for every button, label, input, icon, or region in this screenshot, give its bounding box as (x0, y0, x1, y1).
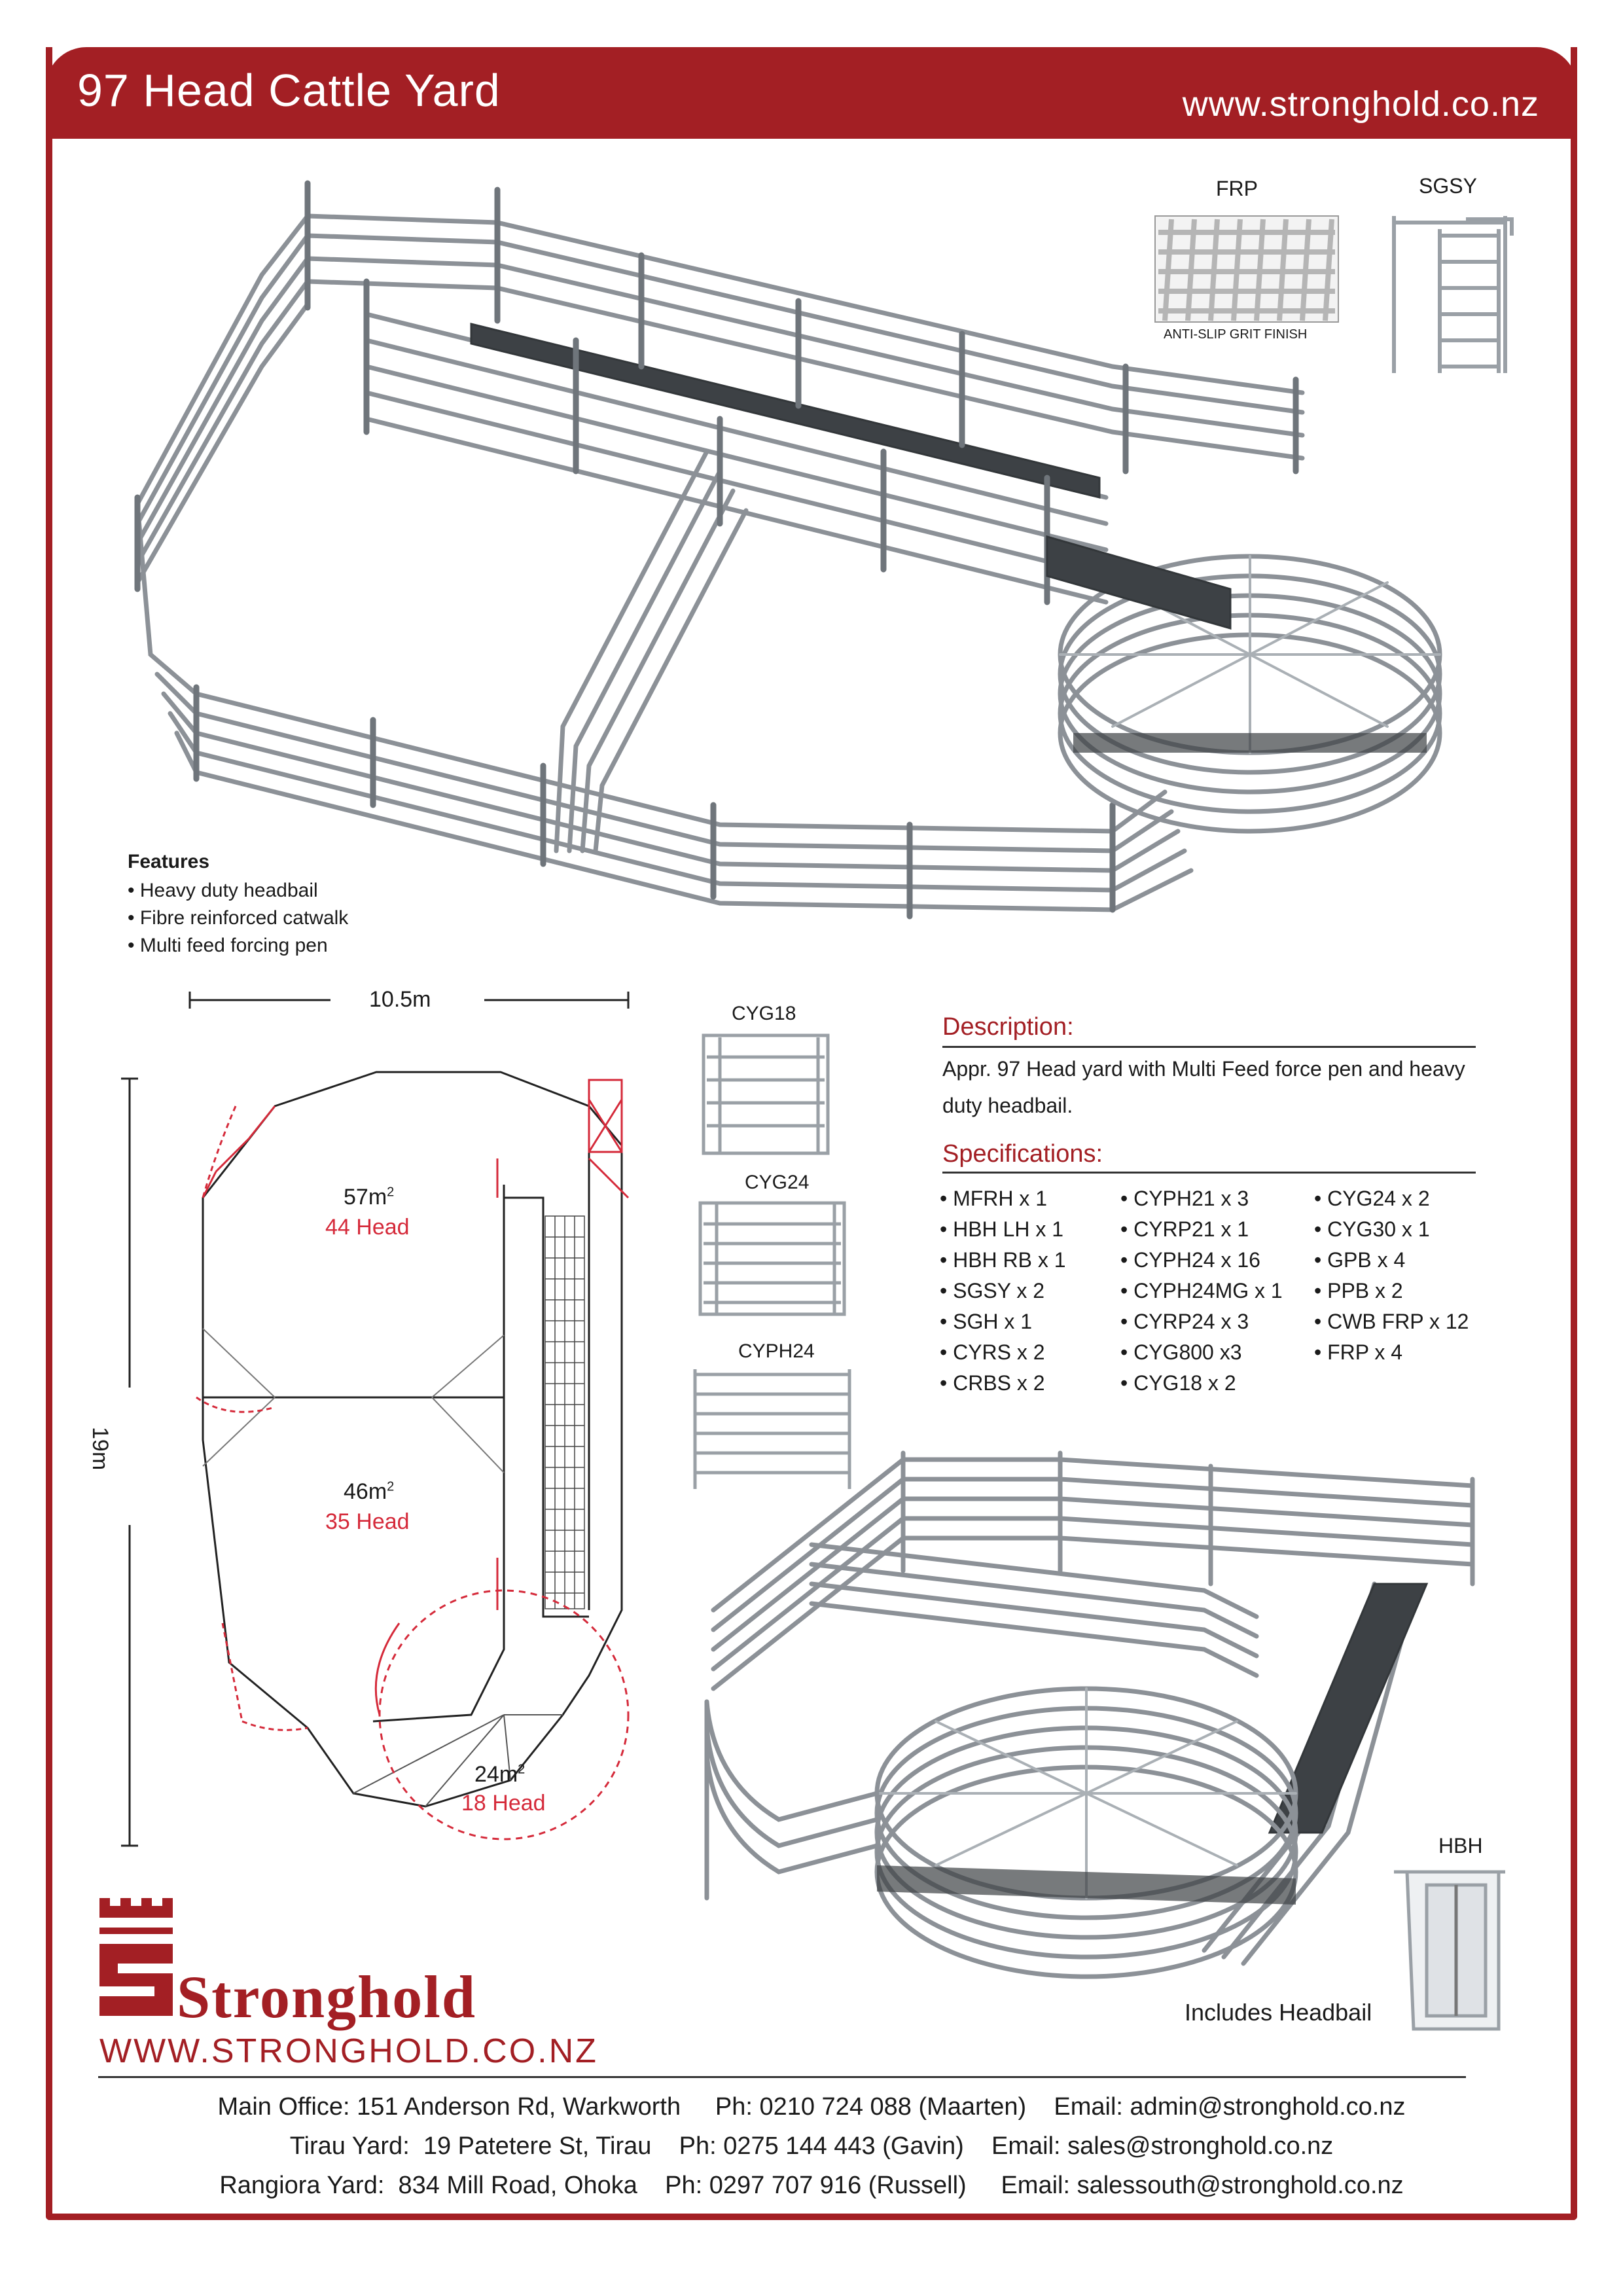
office-main: Main Office: 151 Anderson Rd, Warkworth … (217, 2093, 1406, 2121)
spec-item: CYPH24MG x 1 (1120, 1276, 1283, 1306)
spec-item: CYG24 x 2 (1314, 1183, 1469, 1214)
spec-item: GPB x 4 (1314, 1245, 1469, 1276)
frp-caption: ANTI-SLIP GRIT FINISH (1164, 327, 1308, 342)
pen1-head: 44 Head (325, 1215, 410, 1240)
specifications-divider (942, 1172, 1476, 1174)
cyg24-label: CYG24 (745, 1172, 810, 1193)
spec-list-col1: MFRH x 1 HBH LH x 1 HBH RB x 1 SGSY x 2 … (940, 1183, 1066, 1399)
cyph24-label: CYPH24 (738, 1340, 815, 1362)
spec-item: CYG18 x 2 (1120, 1368, 1283, 1399)
description-heading: Description: (942, 1013, 1074, 1041)
features-list: Heavy duty headbail Fibre reinforced cat… (128, 877, 348, 960)
cyg18-label: CYG18 (732, 1003, 796, 1024)
pen2-head: 35 Head (325, 1509, 410, 1534)
brand-url[interactable]: WWW.STRONGHOLD.CO.NZ (99, 2032, 598, 2070)
spec-list-col3: CYG24 x 2 CYG30 x 1 GPB x 4 PPB x 2 CWB … (1314, 1183, 1469, 1368)
spec-item: CYG800 x3 (1120, 1337, 1283, 1368)
feature-item: Fibre reinforced catwalk (128, 905, 348, 932)
header-url[interactable]: www.stronghold.co.nz (1182, 84, 1539, 124)
spec-item: CRBS x 2 (940, 1368, 1066, 1399)
feature-item: Multi feed forcing pen (128, 932, 348, 960)
spec-item: MFRH x 1 (940, 1183, 1066, 1214)
header-banner (46, 47, 1577, 139)
plan-width-label: 10.5m (369, 987, 431, 1012)
spec-item: CYRP24 x 3 (1120, 1306, 1283, 1337)
spec-item: CYRS x 2 (940, 1337, 1066, 1368)
spec-item: CYPH21 x 3 (1120, 1183, 1283, 1214)
hbh-caption: Includes Headbail (1185, 1999, 1372, 2026)
spec-item: SGSY x 2 (940, 1276, 1066, 1306)
spec-item: CYRP21 x 1 (1120, 1214, 1283, 1245)
pen1-area: 57m2 (344, 1185, 395, 1210)
spec-item: SGH x 1 (940, 1306, 1066, 1337)
page-frame (46, 47, 1577, 2220)
office-rangiora: Rangiora Yard: 834 Mill Road, Ohoka Ph: … (219, 2172, 1404, 2199)
spec-list-col2: CYPH21 x 3 CYRP21 x 1 CYPH24 x 16 CYPH24… (1120, 1183, 1283, 1399)
spec-item: HBH LH x 1 (940, 1214, 1066, 1245)
sgsy-label: SGSY (1419, 174, 1477, 198)
office-tirau: Tirau Yard: 19 Patetere St, Tirau Ph: 02… (289, 2132, 1334, 2160)
description-divider (942, 1046, 1476, 1048)
spec-item: HBH RB x 1 (940, 1245, 1065, 1276)
pen3-area: 24m2 (474, 1762, 526, 1787)
brand-name: Stronghold (177, 1964, 477, 2030)
spec-item: CYPH24 x 16 (1120, 1245, 1283, 1276)
frp-label: FRP (1216, 177, 1258, 200)
footer-divider (98, 2076, 1466, 2078)
hbh-label: HBH (1438, 1834, 1483, 1857)
pen3-head: 18 Head (461, 1791, 546, 1816)
spec-item: PPB x 2 (1314, 1276, 1469, 1306)
page-title: 97 Head Cattle Yard (77, 65, 501, 116)
spec-item: CWB FRP x 12 (1314, 1306, 1469, 1337)
description-body: Appr. 97 Head yard with Multi Feed force… (942, 1057, 1465, 1117)
spec-item: FRP x 4 (1314, 1337, 1469, 1368)
features-heading: Features (128, 851, 210, 872)
feature-item: Heavy duty headbail (128, 877, 348, 905)
pen2-area: 46m2 (344, 1479, 395, 1504)
spec-item: CYG30 x 1 (1314, 1214, 1469, 1245)
specifications-heading: Specifications: (942, 1140, 1103, 1168)
